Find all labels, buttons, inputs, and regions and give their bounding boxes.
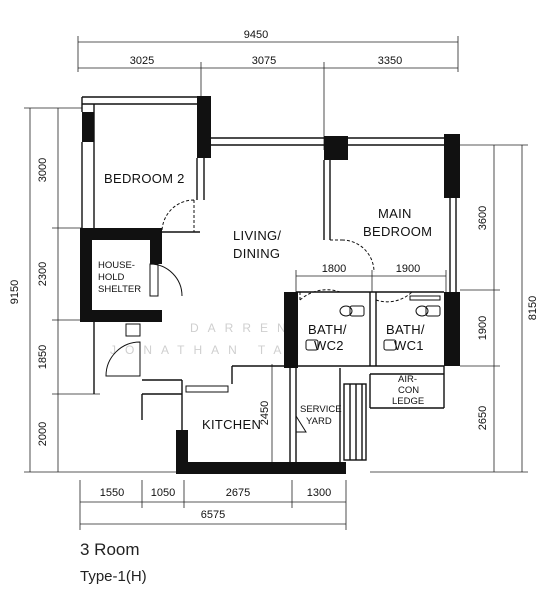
shelter-door bbox=[149, 263, 183, 297]
basin-icon bbox=[383, 339, 397, 351]
dimension-lines bbox=[24, 36, 528, 530]
structural-walls bbox=[80, 96, 460, 474]
dim-right-overall: 8150 bbox=[527, 296, 539, 320]
room-labels: BEDROOM 2 LIVING/ DINING MAIN BEDROOM HO… bbox=[98, 171, 432, 432]
label-bath2-2: WC2 bbox=[314, 338, 344, 353]
dim-left-seg-2: 2300 bbox=[37, 262, 49, 286]
label-bedroom2: BEDROOM 2 bbox=[104, 171, 185, 186]
label-main-bed-2: BEDROOM bbox=[363, 224, 432, 239]
dim-kitchen-height: 2450 bbox=[259, 401, 271, 425]
dim-top-overall: 9450 bbox=[244, 29, 268, 41]
label-bath1-1: BATH/ bbox=[386, 322, 425, 337]
service-yard-door bbox=[295, 415, 307, 433]
kitchen-counter bbox=[185, 385, 229, 393]
dim-right-seg-1: 3600 bbox=[477, 206, 489, 230]
fixtures bbox=[185, 295, 441, 393]
entrance-door bbox=[105, 341, 141, 377]
label-main-bed-1: MAIN bbox=[378, 206, 412, 221]
shower-tray bbox=[409, 295, 441, 301]
label-living-2: DINING bbox=[233, 246, 280, 261]
dim-bath-seg-1: 1800 bbox=[322, 263, 346, 275]
label-aircon-3: LEDGE bbox=[392, 396, 424, 407]
bath1-door bbox=[375, 291, 413, 303]
dimension-labels: 9450 3025 3075 3350 9150 3000 2300 1850 … bbox=[9, 29, 539, 521]
main-bedroom-door bbox=[330, 239, 375, 273]
dim-top-seg-1: 3025 bbox=[130, 55, 154, 67]
thin-walls bbox=[81, 96, 457, 462]
dim-right-seg-2: 1900 bbox=[477, 316, 489, 340]
label-service-1: SERVICE bbox=[300, 404, 342, 415]
bedroom2-door bbox=[161, 199, 195, 233]
dim-right-seg-3: 2650 bbox=[477, 406, 489, 430]
dim-left-seg-3: 1850 bbox=[37, 345, 49, 369]
dim-bottom-overall: 6575 bbox=[201, 509, 225, 521]
dim-bottom-seg-4: 1300 bbox=[307, 487, 331, 499]
label-shelter-2: HOLD bbox=[98, 272, 125, 283]
toilet-icon bbox=[339, 305, 365, 317]
label-aircon-2: CON bbox=[398, 385, 419, 396]
toilet-icon bbox=[415, 305, 441, 317]
watermark-line2: JONATHAN TAN bbox=[110, 343, 308, 357]
label-bath2-1: BATH/ bbox=[308, 322, 347, 337]
watermark: DARREN JONATHAN TAN bbox=[110, 321, 308, 357]
door-swings bbox=[105, 199, 413, 433]
dim-top-seg-2: 3075 bbox=[252, 55, 276, 67]
dim-left-seg-4: 2000 bbox=[37, 422, 49, 446]
plan-title: 3 Room bbox=[80, 540, 140, 559]
label-aircon-1: AIR- bbox=[398, 374, 417, 385]
dim-left-overall: 9150 bbox=[9, 280, 21, 304]
label-kitchen: KITCHEN bbox=[202, 417, 261, 432]
bath2-door bbox=[299, 289, 341, 301]
dim-bottom-seg-2: 1050 bbox=[151, 487, 175, 499]
dim-bottom-seg-1: 1550 bbox=[100, 487, 124, 499]
label-shelter-3: SHELTER bbox=[98, 284, 141, 295]
dim-bath-seg-2: 1900 bbox=[396, 263, 420, 275]
plan-type: Type-1(H) bbox=[80, 568, 147, 585]
dim-left-seg-1: 3000 bbox=[37, 158, 49, 182]
label-service-2: YARD bbox=[306, 416, 332, 427]
dim-bottom-seg-3: 2675 bbox=[226, 487, 250, 499]
label-bath1-2: WC1 bbox=[394, 338, 424, 353]
dim-top-seg-3: 3350 bbox=[378, 55, 402, 67]
basin-icon bbox=[305, 339, 319, 351]
label-shelter-1: HOUSE- bbox=[98, 260, 135, 271]
label-living-1: LIVING/ bbox=[233, 228, 281, 243]
watermark-line1: DARREN bbox=[190, 321, 295, 335]
